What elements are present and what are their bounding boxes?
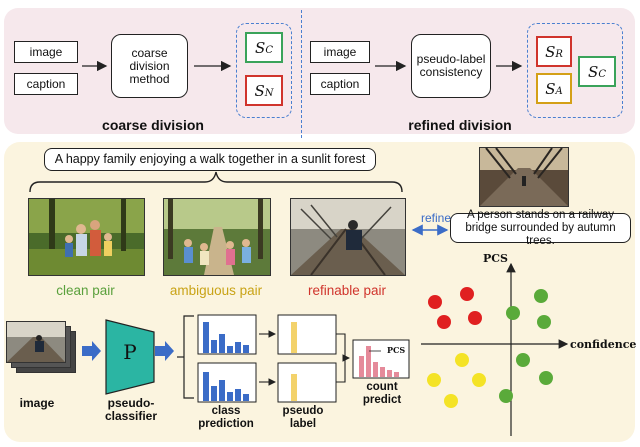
coarse-output-group <box>236 23 292 118</box>
pcs-tag: PCS <box>387 345 406 355</box>
red-dots <box>428 287 482 329</box>
railway-bridge-photo <box>479 147 569 207</box>
caption-box: A happy family enjoying a walk together … <box>44 148 376 171</box>
count-predict-label: count predict <box>362 381 402 406</box>
refinable-pair-photo <box>290 198 406 276</box>
pcs-confidence-plot <box>421 262 569 436</box>
brace <box>29 171 403 193</box>
refined-title: refined division <box>408 117 512 133</box>
histograms <box>197 314 410 403</box>
yellow-dots <box>427 353 486 408</box>
panel-divider <box>301 10 302 138</box>
clean-pair-label: clean pair <box>56 283 115 298</box>
coarse-image-box: image <box>14 41 78 63</box>
refined-caption-box: caption <box>310 73 370 95</box>
refined-method-box: pseudo-label consistency <box>411 34 491 98</box>
pseudo-classifier-shape <box>105 319 155 395</box>
bracket <box>177 315 194 399</box>
confidence-axis-label: confidence <box>570 338 637 351</box>
green-dots <box>499 289 553 403</box>
coarse-caption-box: caption <box>14 73 78 95</box>
ambiguous-pair-label: ambiguous pair <box>169 283 263 298</box>
pseudo-classifier-letter: P <box>123 340 137 364</box>
clean-pair-photo <box>28 198 145 276</box>
pseudo-classifier-label: pseudo-classifier <box>104 396 158 423</box>
pseudo-label-label: pseudo label <box>282 405 324 430</box>
class-prediction-label: class prediction <box>198 405 254 430</box>
refine-double-arrow <box>411 224 449 236</box>
refinable-pair-label: refinable pair <box>307 283 387 298</box>
refined-output-group <box>527 23 623 118</box>
coarse-method-box: coarse division method <box>111 34 188 98</box>
refine-caption-box: A person stands on a railway bridge surr… <box>450 209 631 247</box>
image-label: image <box>19 396 55 410</box>
coarse-title: coarse division <box>102 117 204 133</box>
refine-label: refine <box>421 211 452 225</box>
refined-image-box: image <box>310 41 370 63</box>
ambiguous-pair-photo <box>163 198 271 276</box>
pcs-axis-label: PCS <box>483 252 508 265</box>
top-arrows <box>82 60 523 72</box>
pipeline-blue-arrows <box>82 341 174 361</box>
image-stack-front <box>6 321 66 363</box>
